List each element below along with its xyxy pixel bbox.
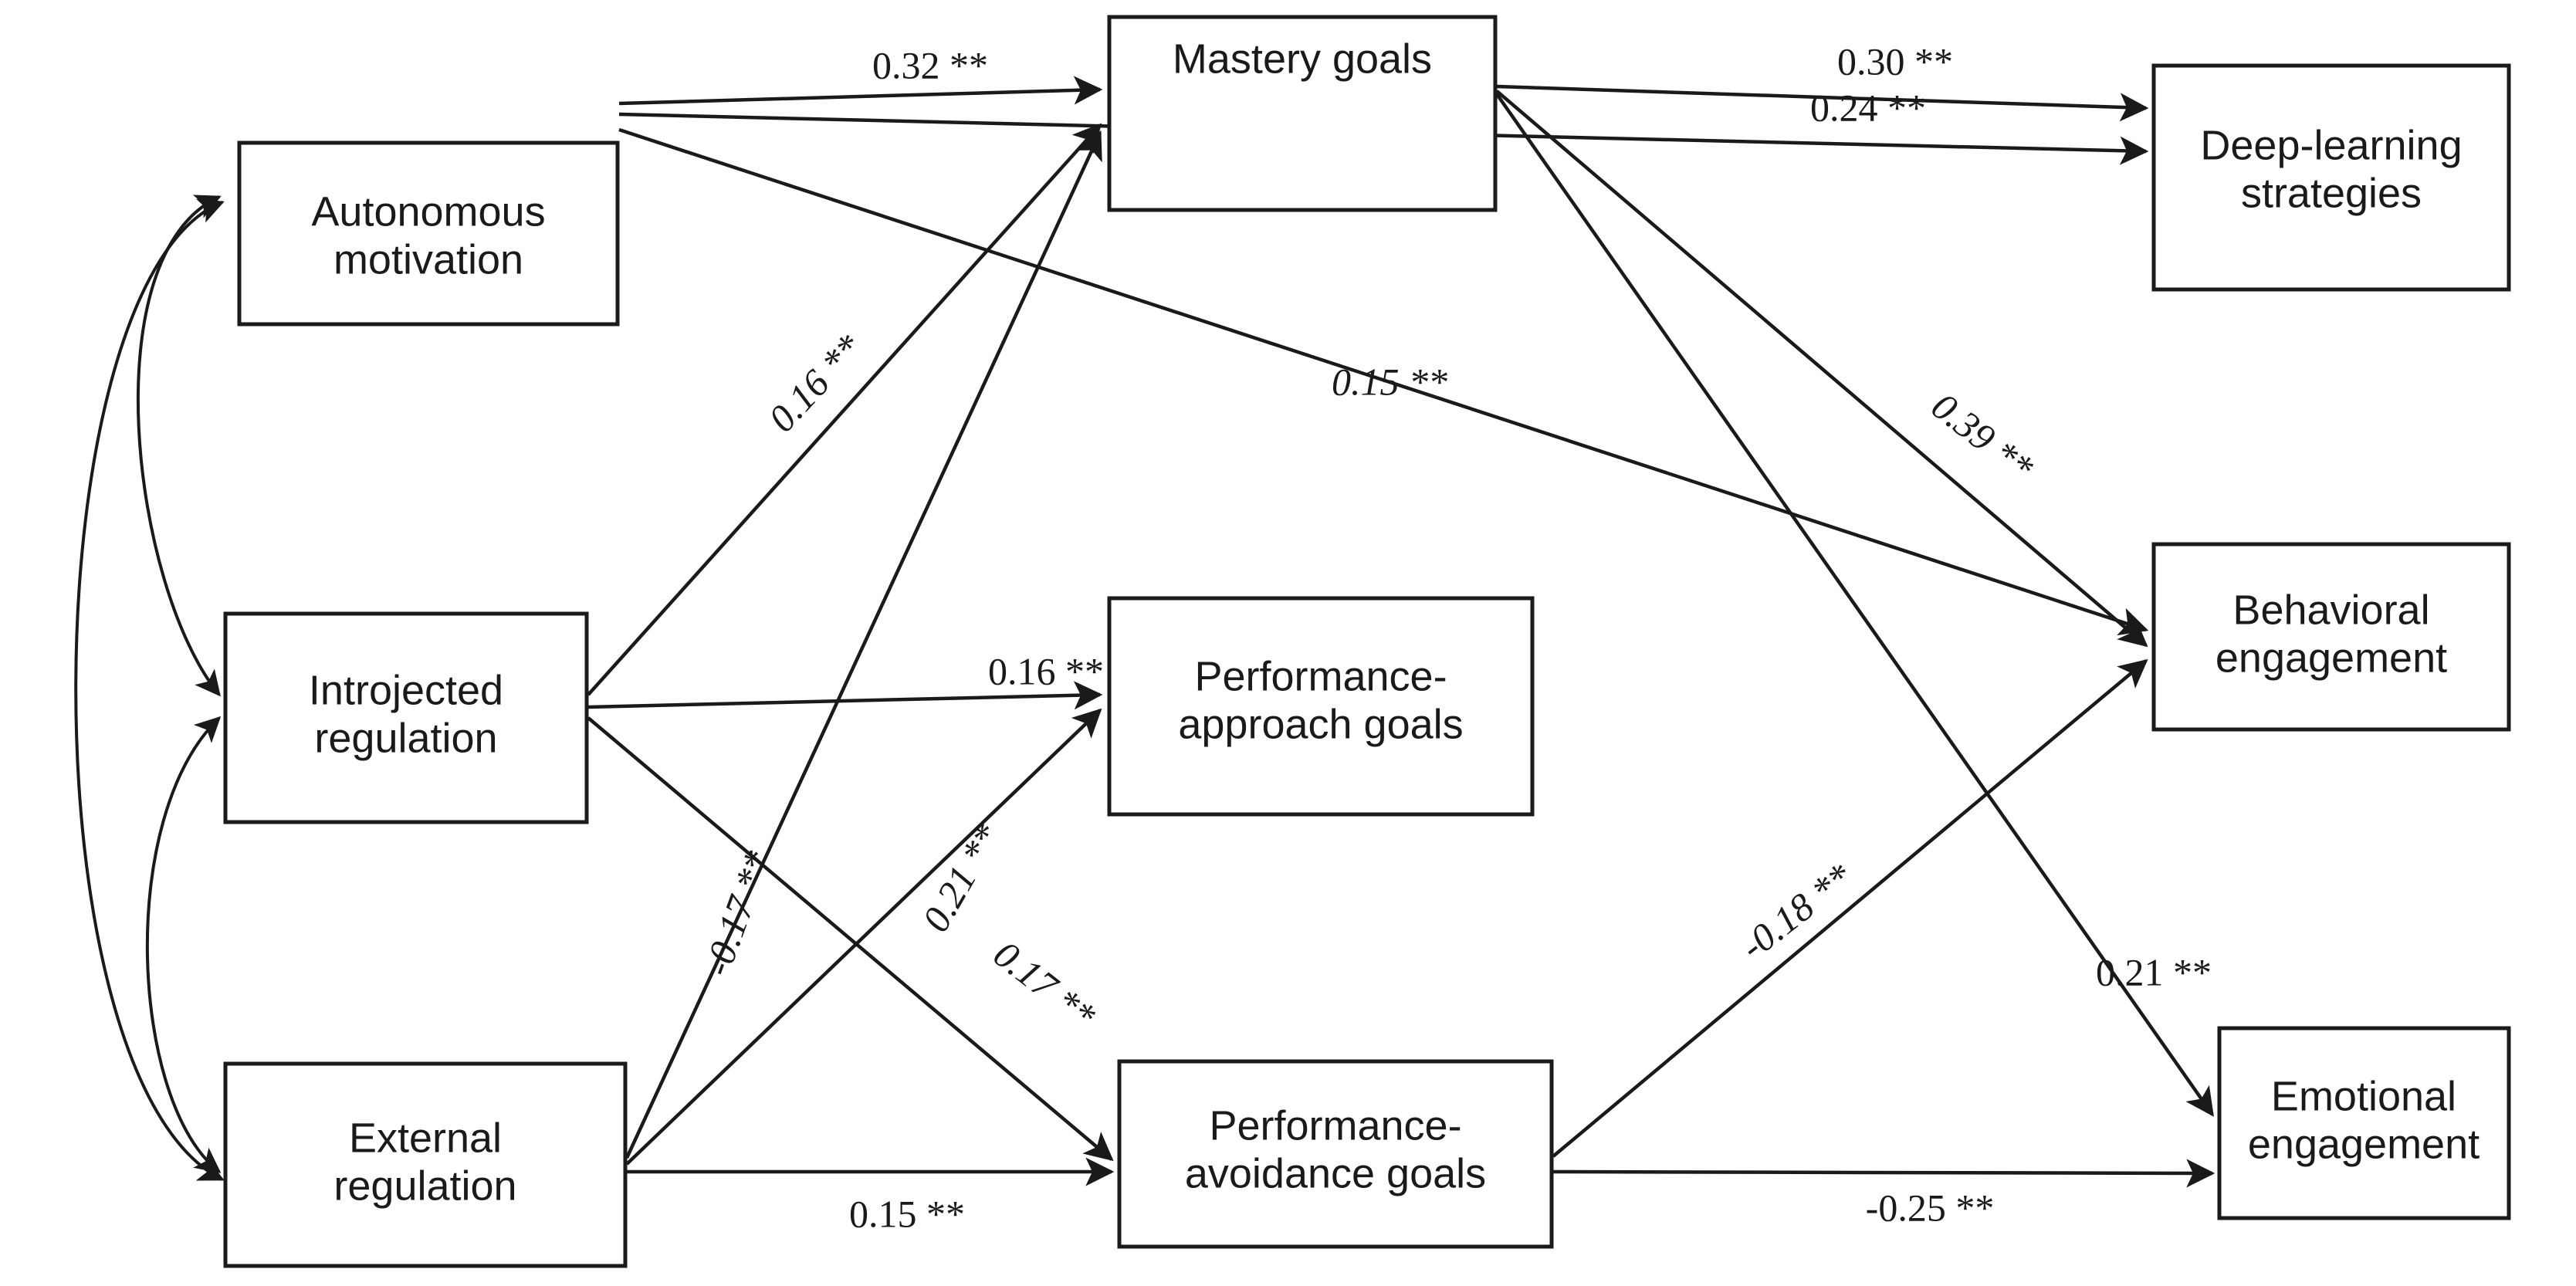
coef-label-external-to-mastery: -0.17 **: [695, 845, 780, 981]
node-label-autonomous-motivation-line2: motivation: [333, 236, 523, 283]
node-box-external-regulation[interactable]: [223, 1061, 628, 1268]
node-performance-approach-goals[interactable]: Performance- approach goals: [1107, 596, 1535, 817]
node-emotional-engagement[interactable]: Emotional engagement: [2217, 1026, 2511, 1220]
node-label-external-regulation-line1: External: [349, 1115, 502, 1161]
node-boxes: Autonomous motivation Introjected regula…: [223, 15, 2511, 1268]
coef-label-external-to-performance-approach: 0.21 **: [913, 817, 1008, 939]
path-external-to-performance-approach: [625, 708, 1102, 1166]
coef-label-introjected-to-performance-approach: 0.16 **: [988, 649, 1104, 692]
node-box-deep-learning-strategies[interactable]: [2151, 63, 2511, 292]
structural-paths: [587, 76, 2215, 1188]
node-box-autonomous-motivation[interactable]: [237, 140, 620, 327]
node-label-behavioral-engagement-line1: Behavioral: [2232, 587, 2429, 633]
node-introjected-regulation[interactable]: Introjected regulation: [223, 611, 589, 824]
path-autonomous-to-behavioral: [618, 127, 2149, 636]
node-label-behavioral-engagement-line2: engagement: [2215, 635, 2447, 681]
node-label-mastery-goals-line1: Mastery goals: [1173, 36, 1432, 82]
coef-label-autonomous-to-deep-learning: 0.24 **: [1810, 86, 1926, 129]
node-label-autonomous-motivation-line1: Autonomous: [311, 188, 545, 235]
node-label-emotional-engagement-line1: Emotional: [2271, 1073, 2456, 1119]
node-label-performance-approach-goals-line2: approach goals: [1178, 701, 1463, 747]
coef-label-mastery-to-emotional: 0.21 **: [2096, 950, 2212, 993]
path-introjected-to-performance-avoidance: [587, 716, 1114, 1162]
node-label-performance-avoidance-goals-line2: avoidance goals: [1185, 1150, 1486, 1196]
node-external-regulation[interactable]: External regulation: [223, 1061, 628, 1268]
path-performance-avoidance-to-emotional: [1552, 1159, 2215, 1188]
node-behavioral-engagement[interactable]: Behavioral engagement: [2151, 542, 2511, 732]
coef-label-introjected-to-mastery: 0.16 **: [760, 326, 870, 440]
node-label-performance-approach-goals-line1: Performance-: [1194, 653, 1447, 699]
node-box-introjected-regulation[interactable]: [223, 611, 589, 824]
node-box-performance-approach-goals[interactable]: [1107, 596, 1535, 817]
correlation-autonomous-introjected: [136, 195, 222, 697]
node-box-mastery-goals[interactable]: [1107, 15, 1498, 212]
path-autonomous-to-mastery: [618, 76, 1103, 106]
node-box-emotional-engagement[interactable]: [2217, 1026, 2511, 1220]
node-label-emotional-engagement-line2: engagement: [2248, 1121, 2480, 1167]
path-introjected-to-mastery: [587, 123, 1102, 696]
coef-label-autonomous-to-behavioral: 0.15 **: [1332, 360, 1447, 403]
coef-label-performance-avoidance-to-emotional: -0.25 **: [1866, 1186, 1995, 1229]
correlation-autonomous-external: [74, 198, 225, 1181]
node-box-performance-avoidance-goals[interactable]: [1117, 1059, 1554, 1249]
path-mastery-to-deep-learning: [1496, 84, 2149, 122]
coef-label-mastery-to-behavioral: 0.39 **: [1924, 384, 2042, 489]
coef-label-autonomous-to-mastery: 0.32 **: [872, 43, 988, 86]
coef-label-performance-avoidance-to-behavioral: -0.18 **: [1732, 855, 1860, 968]
correlation-introjected-external: [145, 716, 222, 1173]
path-mastery-to-emotional: [1495, 93, 2214, 1117]
node-box-behavioral-engagement[interactable]: [2151, 542, 2511, 732]
node-mastery-goals[interactable]: Mastery goals: [1107, 15, 1498, 212]
path-external-to-mastery: [625, 130, 1102, 1159]
coef-label-mastery-to-deep-learning: 0.30 **: [1837, 39, 1953, 83]
coef-label-external-to-performance-avoidance: 0.15 **: [849, 1192, 965, 1235]
node-autonomous-motivation[interactable]: Autonomous motivation: [237, 140, 620, 327]
node-deep-learning-strategies[interactable]: Deep-learning strategies: [2151, 63, 2511, 292]
node-label-introjected-regulation-line2: regulation: [314, 715, 497, 761]
node-label-deep-learning-strategies-line1: Deep-learning: [2200, 122, 2462, 168]
node-label-performance-avoidance-goals-line1: Performance-: [1209, 1102, 1461, 1149]
node-label-introjected-regulation-line1: Introjected: [309, 667, 503, 713]
path-performance-avoidance-to-behavioral: [1552, 658, 2148, 1158]
correlation-curves: [74, 195, 225, 1181]
node-performance-avoidance-goals[interactable]: Performance- avoidance goals: [1117, 1059, 1554, 1249]
path-mastery-to-behavioral: [1495, 90, 2148, 648]
node-label-deep-learning-strategies-line2: strategies: [2241, 170, 2422, 216]
node-label-external-regulation-line2: regulation: [333, 1162, 516, 1209]
coef-label-introjected-to-performance-avoidance: 0.17 **: [986, 932, 1104, 1037]
path-introjected-to-performance-approach: [587, 681, 1103, 710]
